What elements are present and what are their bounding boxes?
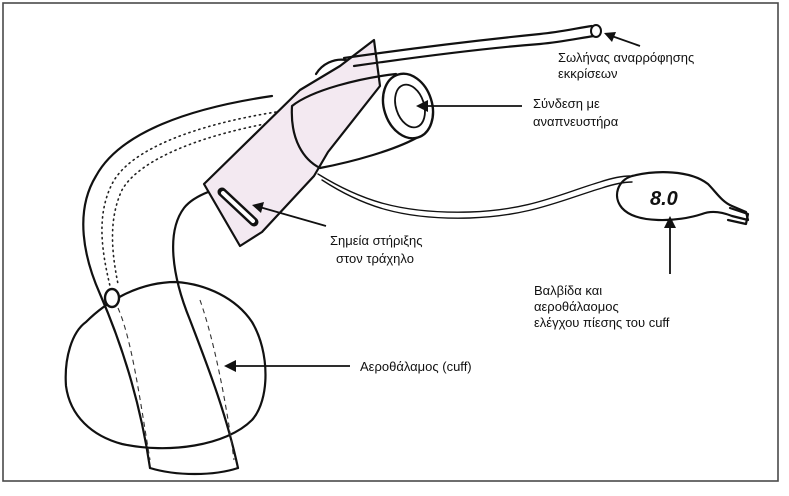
- label-valve-line3: ελέγχου πίεσης του cuff: [534, 315, 670, 330]
- pilot-balloon-marking: 8.0: [650, 188, 678, 210]
- label-suction-line2: εκκρίσεων: [558, 66, 618, 81]
- suction-tube-tip: [591, 25, 601, 37]
- suction-port-opening: [105, 289, 119, 307]
- label-connection-line2: αναπνευστήρα: [533, 114, 619, 129]
- label-connection-line1: Σύνδεση με: [533, 96, 600, 111]
- label-cuff: Αεροθάλαμος (cuff): [360, 359, 472, 374]
- label-neck-line2: στον τράχηλο: [336, 251, 414, 266]
- label-suction-line1: Σωλήνας αναρρόφησης: [558, 50, 694, 65]
- label-valve-line2: αεροθάλαομος: [534, 299, 619, 314]
- label-valve-line1: Βαλβίδα και: [534, 283, 602, 298]
- label-neck-line1: Σημεία στήριξης: [330, 233, 423, 248]
